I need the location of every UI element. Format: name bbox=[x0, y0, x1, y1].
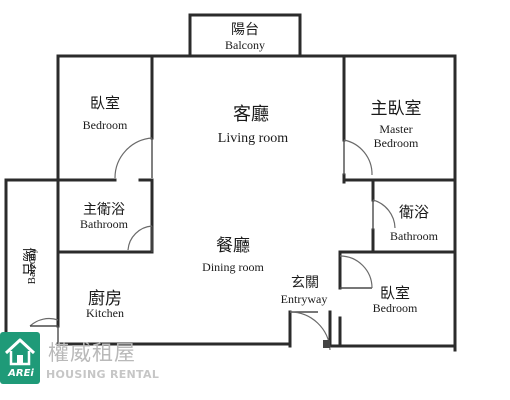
kitchen-label-zh: 廚房 bbox=[88, 288, 122, 309]
master-bedroom-label-en2: Bedroom bbox=[374, 136, 419, 150]
walls bbox=[4, 13, 457, 352]
balcony-side-label-en: Balcony bbox=[26, 247, 38, 284]
bedroom-2-label-zh: 臥室 bbox=[380, 284, 410, 302]
balcony-top-label-zh: 陽台 bbox=[231, 22, 259, 38]
master-bathroom-label-zh: 主衛浴 bbox=[83, 202, 125, 218]
room-labels: 陽台 Balcony 臥室 Bedroom 客廳 Living room 主臥室… bbox=[20, 22, 439, 320]
dining-room-label-en: Dining room bbox=[202, 260, 264, 274]
entryway-label-en: Entryway bbox=[281, 292, 328, 306]
balcony-side-label-zh: 陽台 bbox=[20, 248, 36, 276]
bedroom-2-label-en: Bedroom bbox=[373, 301, 418, 315]
dining-room-label-zh: 餐廳 bbox=[216, 236, 250, 256]
living-room-label-en: Living room bbox=[218, 131, 288, 146]
logo-abbreviation: AREi bbox=[8, 368, 34, 379]
house-logo-icon: AREi bbox=[0, 332, 40, 384]
living-room-label-zh: 客廳 bbox=[233, 104, 269, 125]
logo-subtitle: HOUSING RENTAL bbox=[46, 368, 160, 381]
master-bedroom-label-en: Master bbox=[379, 122, 412, 136]
doors bbox=[29, 137, 396, 351]
bathroom-label-zh: 衛浴 bbox=[399, 203, 429, 221]
bathroom-label-en: Bathroom bbox=[390, 229, 439, 243]
entryway-label-zh: 玄關 bbox=[291, 274, 319, 291]
watermark-logo: AREi 權威租屋 HOUSING RENTAL bbox=[0, 332, 160, 386]
logo-name: 權威租屋 bbox=[48, 341, 136, 365]
balcony-top-label-en: Balcony bbox=[225, 38, 265, 52]
bedroom-1-label-zh: 臥室 bbox=[90, 94, 120, 112]
kitchen-label-en: Kitchen bbox=[86, 306, 124, 320]
master-bathroom-label-en: Bathroom bbox=[80, 217, 129, 231]
bedroom-1-label-en: Bedroom bbox=[83, 118, 128, 132]
master-bedroom-label-zh: 主臥室 bbox=[371, 99, 422, 119]
